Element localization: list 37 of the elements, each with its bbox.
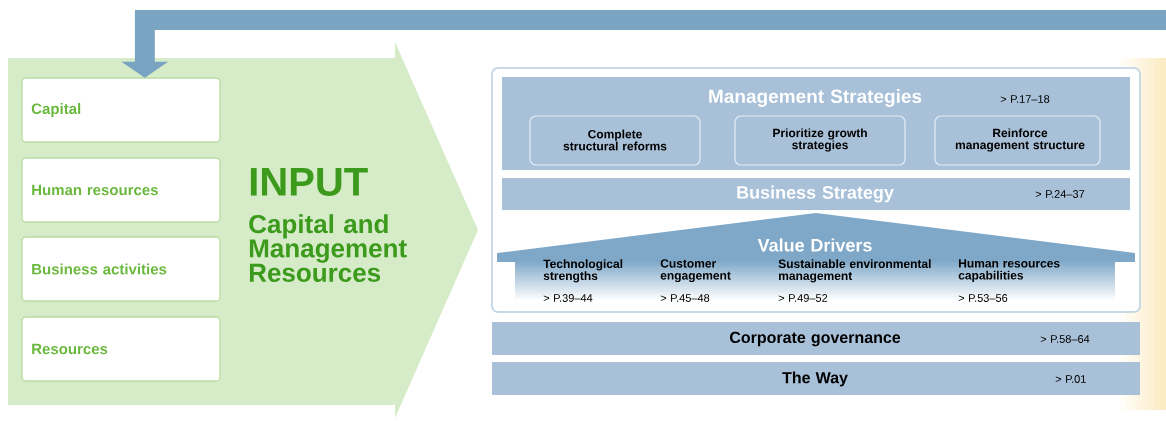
driver-label: Human resources capabilities xyxy=(958,259,1060,282)
page-reference: > P.49–52 xyxy=(778,294,828,302)
page-reference: > P.53–56 xyxy=(958,294,1008,302)
page-reference: > P.45–48 xyxy=(660,294,710,302)
strategy-label: Complete structural reforms xyxy=(563,129,667,151)
subheading: Capital and Management Resources xyxy=(249,214,407,282)
resource-label: Resources xyxy=(32,343,108,355)
resource-box xyxy=(21,77,221,143)
resource-label: Business activities xyxy=(32,263,167,275)
band-title: Management Strategies xyxy=(709,89,922,107)
resource-label: Human resources xyxy=(32,184,158,196)
resource-box xyxy=(21,316,221,382)
page-reference: > P.01 xyxy=(1055,375,1086,383)
driver-label: Technological strengths xyxy=(543,259,623,283)
resource-box xyxy=(21,236,221,302)
band-title: Corporate governance xyxy=(730,331,901,347)
band-title: The Way xyxy=(782,371,848,387)
driver-label: Customer engagement xyxy=(660,259,731,283)
resource-label: Capital xyxy=(31,103,81,117)
page-reference: > P.58–64 xyxy=(1040,335,1090,343)
driver-label: Sustainable environmental management xyxy=(778,259,931,283)
value-drivers-roof xyxy=(497,213,1135,302)
strategy-box xyxy=(734,115,906,166)
band-title: Business Strategy xyxy=(737,185,894,203)
page-reference: > P.17–18 xyxy=(1000,95,1050,103)
resource-box xyxy=(21,157,221,223)
roof-title: Value Drivers xyxy=(757,238,872,252)
page-reference: > P.24–37 xyxy=(1035,190,1085,198)
strategy-label: Reinforce management structure xyxy=(955,128,1085,152)
strategy-band xyxy=(492,322,1140,355)
strategy-box xyxy=(529,115,701,166)
heading: INPUT xyxy=(250,168,368,196)
strategy-band xyxy=(502,178,1130,210)
page-reference: > P.39–44 xyxy=(543,294,593,302)
strategy-label: Prioritize growth strategies xyxy=(773,128,867,152)
strategy-band xyxy=(492,362,1140,395)
strategy-box xyxy=(934,115,1101,166)
